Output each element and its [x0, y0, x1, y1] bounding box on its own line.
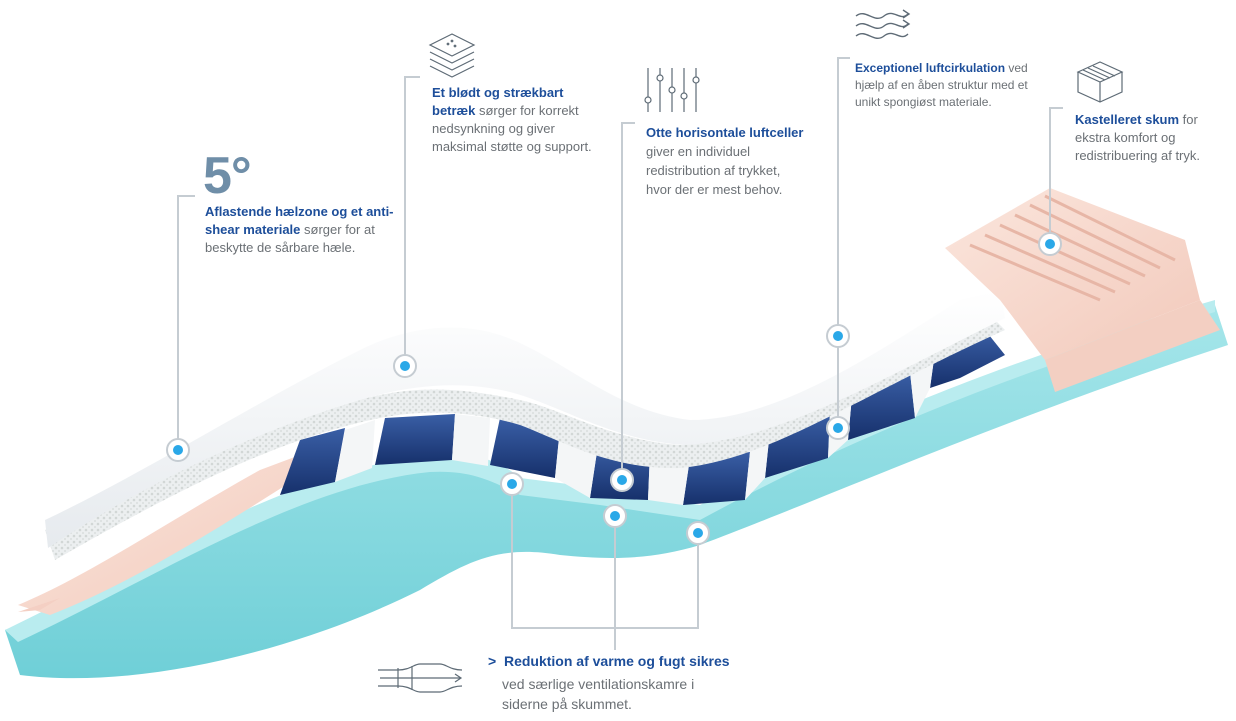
ventilation-title: Reduktion af varme og fugt sikres: [503, 653, 730, 669]
ventilation-callout-text: ved særlige ventilationskamre i siderne …: [502, 676, 695, 712]
ventilation-marker: >: [488, 653, 497, 669]
sliders-icon: [644, 68, 700, 112]
callout-foam-text: for ekstra komfort og redistribuering af…: [1075, 112, 1200, 163]
callout-cover: Et blødt og strækbart betræk sørger for …: [432, 84, 597, 156]
callout-heel-text: sørger for at beskytte de sårbare hæle.: [205, 222, 375, 255]
cover-layer: [45, 290, 1005, 548]
marker-dot: [826, 324, 850, 348]
callout-airflow-text: ved hjælp af en åben struktur med et uni…: [855, 61, 1028, 109]
layers-icon: [428, 33, 476, 78]
marker-dot: [686, 521, 710, 545]
callout-airflow: Exceptionel luftcirkulation ved hjælp af…: [855, 60, 1050, 111]
callout-cells-title: Otte horisontale luftceller: [646, 125, 804, 140]
ventilation-callout-title: > Reduktion af varme og fugt sikres: [488, 653, 730, 669]
callout-heel: Aflastende hælzone og et anti-shear mate…: [205, 203, 395, 257]
callout-cells: Otte horisontale luftceller giver en ind…: [646, 123, 806, 199]
leader-lines: [177, 57, 1063, 650]
airflow-waves-icon: [855, 9, 911, 39]
marker-dot: [393, 354, 417, 378]
heel-foam: [18, 455, 310, 615]
castellated-foam: [945, 188, 1220, 392]
base-foam-layer: [5, 305, 1228, 679]
foam-cube-icon: [1076, 61, 1124, 103]
marker-dot: [166, 438, 190, 462]
marker-dot: [826, 416, 850, 440]
callout-foam-title: Kastelleret skum: [1075, 112, 1180, 127]
callout-cells-text: giver en individuel redistribution af tr…: [646, 144, 783, 197]
marker-dot: [603, 504, 627, 528]
callout-cover-title: Et blødt og strækbart betræk: [432, 85, 564, 118]
callout-airflow-title: Exceptionel luftcirkulation: [855, 61, 1006, 75]
callout-heel-title: Aflastende hælzone og et anti-shear mate…: [205, 204, 394, 237]
ventilation-icon: [378, 663, 463, 693]
callout-cover-text: sørger for korrekt nedsynkning og giver …: [432, 103, 592, 154]
callout-foam: Kastelleret skum for ekstra komfort og r…: [1075, 111, 1235, 165]
marker-dots: [166, 232, 1062, 545]
marker-dot: [610, 468, 634, 492]
marker-dot: [500, 472, 524, 496]
angle-label: 5°: [203, 147, 252, 205]
marker-dot: [1038, 232, 1062, 256]
